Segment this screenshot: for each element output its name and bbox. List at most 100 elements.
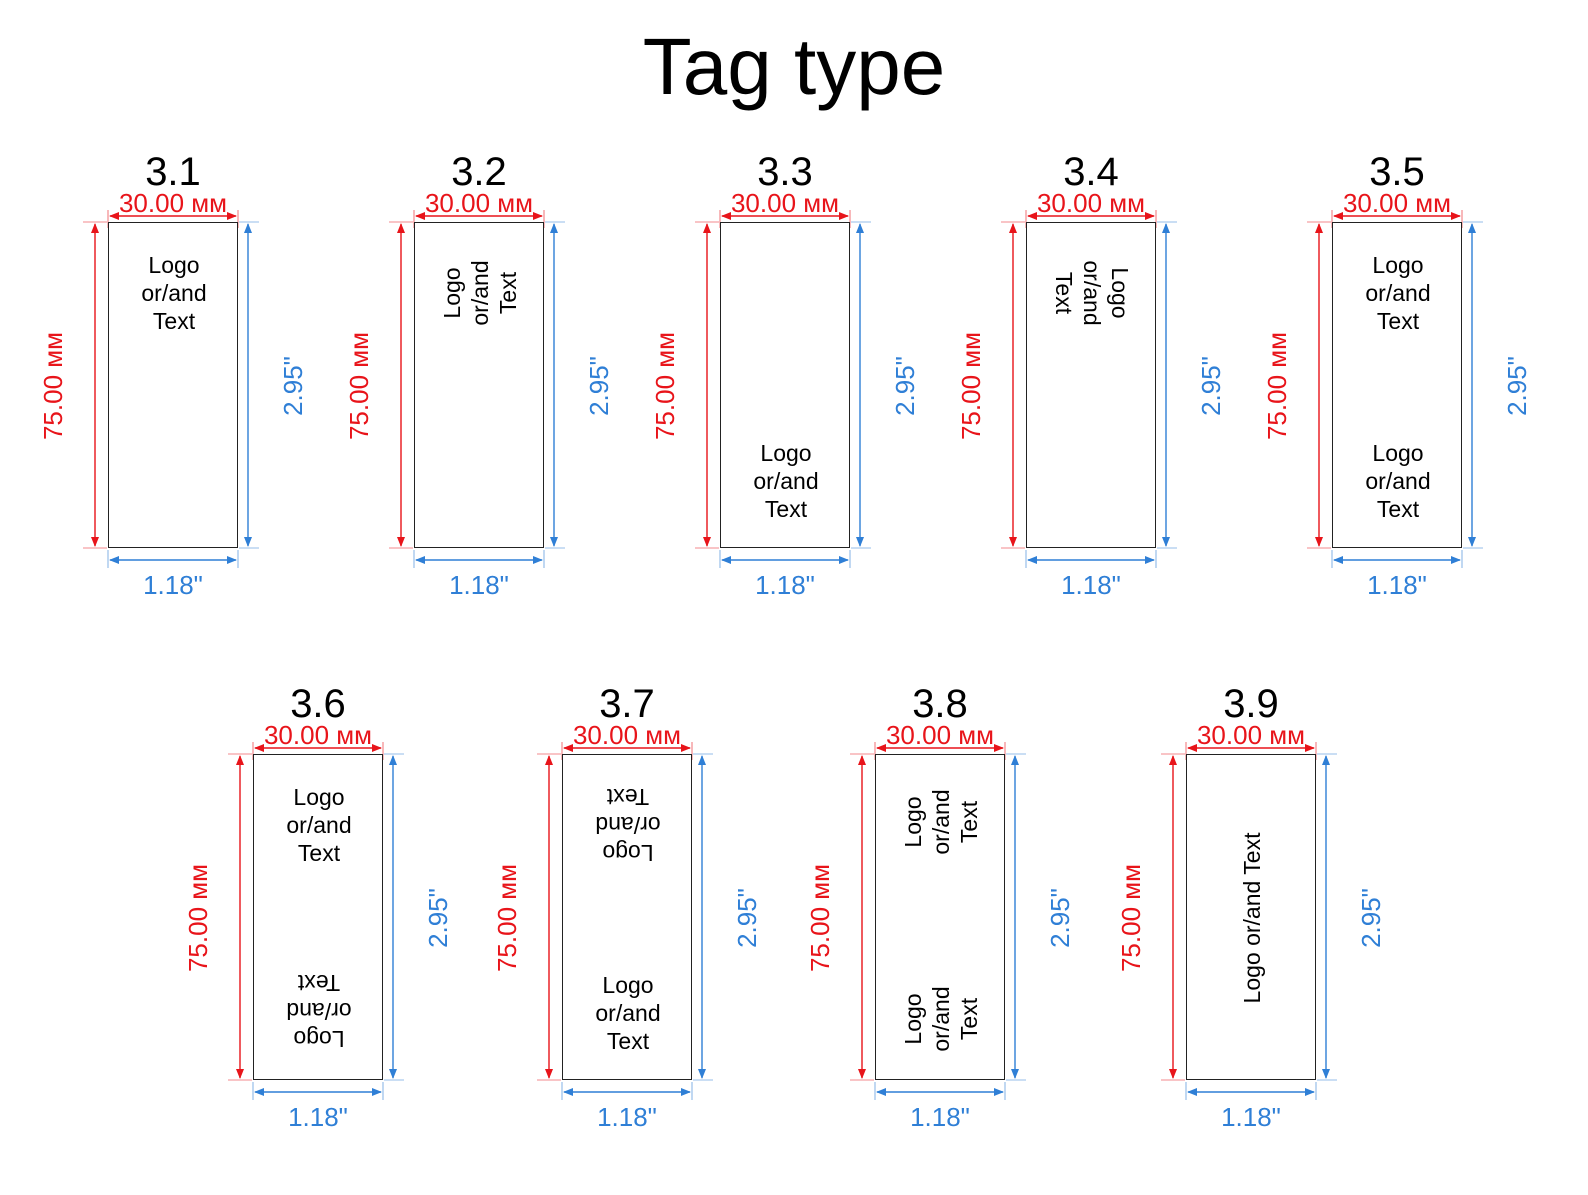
tag-diagram: 3.4 30.00 мм 75.00 мм 2.95" 1.18" Logo (941, 150, 1241, 610)
content-line: or/and (1365, 468, 1431, 494)
width-inch-label: 1.18" (597, 1102, 657, 1132)
tag-type-label: 3.2 (451, 150, 507, 194)
tag-diagram: 3.2 30.00 мм 75.00 мм 2.95" 1.18" Logo (329, 150, 629, 610)
tag-type-label: 3.4 (1063, 150, 1119, 194)
content-line: Text (1376, 308, 1420, 334)
width-inch-label: 1.18" (1061, 570, 1121, 600)
height-mm-label: 75.00 мм (344, 331, 374, 441)
content-line: or/and (928, 789, 954, 855)
width-inch-label: 1.18" (1221, 1102, 1281, 1132)
content-line: Text (606, 1028, 650, 1054)
content-line: Logo (439, 267, 465, 319)
height-mm-label: 75.00 мм (650, 331, 680, 441)
height-inch-label: 2.95" (890, 356, 920, 416)
tag-diagram: 3.5 30.00 мм 75.00 мм 2.95" 1.18" Logo (1247, 150, 1547, 610)
content-line: Text (297, 970, 341, 996)
height-inch-label: 2.95" (423, 888, 453, 948)
tag-diagram: 3.9 30.00 мм 75.00 мм 2.95" 1.18" Logo (1101, 682, 1401, 1142)
width-mm-label: 30.00 мм (885, 720, 995, 750)
height-inch-label: 2.95" (1502, 356, 1532, 416)
height-inch-label: 2.95" (732, 888, 762, 948)
content-line: or/and (141, 280, 207, 306)
content-line: Logo (293, 784, 345, 810)
content-line: or/and (1365, 280, 1431, 306)
height-mm-label: 75.00 мм (1262, 331, 1292, 441)
width-inch-label: 1.18" (288, 1102, 348, 1132)
content-line: Text (297, 840, 341, 866)
width-mm-label: 30.00 мм (118, 188, 228, 218)
height-inch-label: 2.95" (278, 356, 308, 416)
tag-type-label: 3.7 (599, 682, 655, 726)
tag-outline: Logo or/and Text (1186, 754, 1316, 1080)
height-inch-label: 2.95" (1356, 888, 1386, 948)
page-title: Tag type (642, 22, 946, 111)
height-inch-label: 2.95" (1045, 888, 1075, 948)
content-line: Text (1051, 271, 1077, 315)
dimension-lines (389, 210, 565, 568)
content-line: Text (606, 784, 650, 810)
height-inch-label: 2.95" (1196, 356, 1226, 416)
dimension-lines (228, 742, 404, 1100)
content-line: or/and (595, 812, 661, 838)
height-mm-label: 75.00 мм (183, 863, 213, 973)
content-line: or/and (467, 260, 493, 326)
width-inch-label: 1.18" (449, 570, 509, 600)
width-inch-label: 1.18" (910, 1102, 970, 1132)
content-line: Logo (602, 840, 654, 866)
tag-type-label: 3.1 (145, 150, 201, 194)
content-line: Logo (1372, 440, 1424, 466)
tag-diagram: 3.8 30.00 мм 75.00 мм 2.95" 1.18" Logo (790, 682, 1090, 1142)
tag-diagram: 3.1 30.00 мм 75.00 мм 2.95" 1.18" Logo (23, 150, 323, 610)
width-mm-label: 30.00 мм (263, 720, 373, 750)
width-inch-label: 1.18" (755, 570, 815, 600)
height-mm-label: 75.00 мм (492, 863, 522, 973)
height-mm-label: 75.00 мм (956, 331, 986, 441)
content-line: or/and (1079, 260, 1105, 326)
content-line: Text (1376, 496, 1420, 522)
width-inch-label: 1.18" (143, 570, 203, 600)
content-line: Logo (760, 440, 812, 466)
content-line: Logo (602, 972, 654, 998)
tag-type-label: 3.3 (757, 150, 813, 194)
logo-text-single-line: Logo or/and Text (1239, 832, 1265, 1004)
content-line: Logo (900, 993, 926, 1045)
tag-type-label: 3.6 (290, 682, 346, 726)
width-mm-label: 30.00 мм (730, 188, 840, 218)
tag-type-label: 3.8 (912, 682, 968, 726)
content-line: or/and (286, 812, 352, 838)
tag-diagram: 3.7 30.00 мм 75.00 мм 2.95" 1.18" Logo (477, 682, 777, 1142)
dimension-lines (1307, 210, 1483, 568)
height-mm-label: 75.00 мм (38, 331, 68, 441)
height-inch-label: 2.95" (584, 356, 614, 416)
content-line: or/and (286, 998, 352, 1024)
content-line: or/and (753, 468, 819, 494)
dimension-lines (83, 210, 259, 568)
width-mm-label: 30.00 мм (1196, 720, 1306, 750)
width-inch-label: 1.18" (1367, 570, 1427, 600)
tag-type-label: 3.5 (1369, 150, 1425, 194)
content-line: or/and (928, 986, 954, 1052)
content-line: Logo (1372, 252, 1424, 278)
dimension-lines (1001, 210, 1177, 568)
content-line: Logo (148, 252, 200, 278)
content-line: Text (495, 271, 521, 315)
